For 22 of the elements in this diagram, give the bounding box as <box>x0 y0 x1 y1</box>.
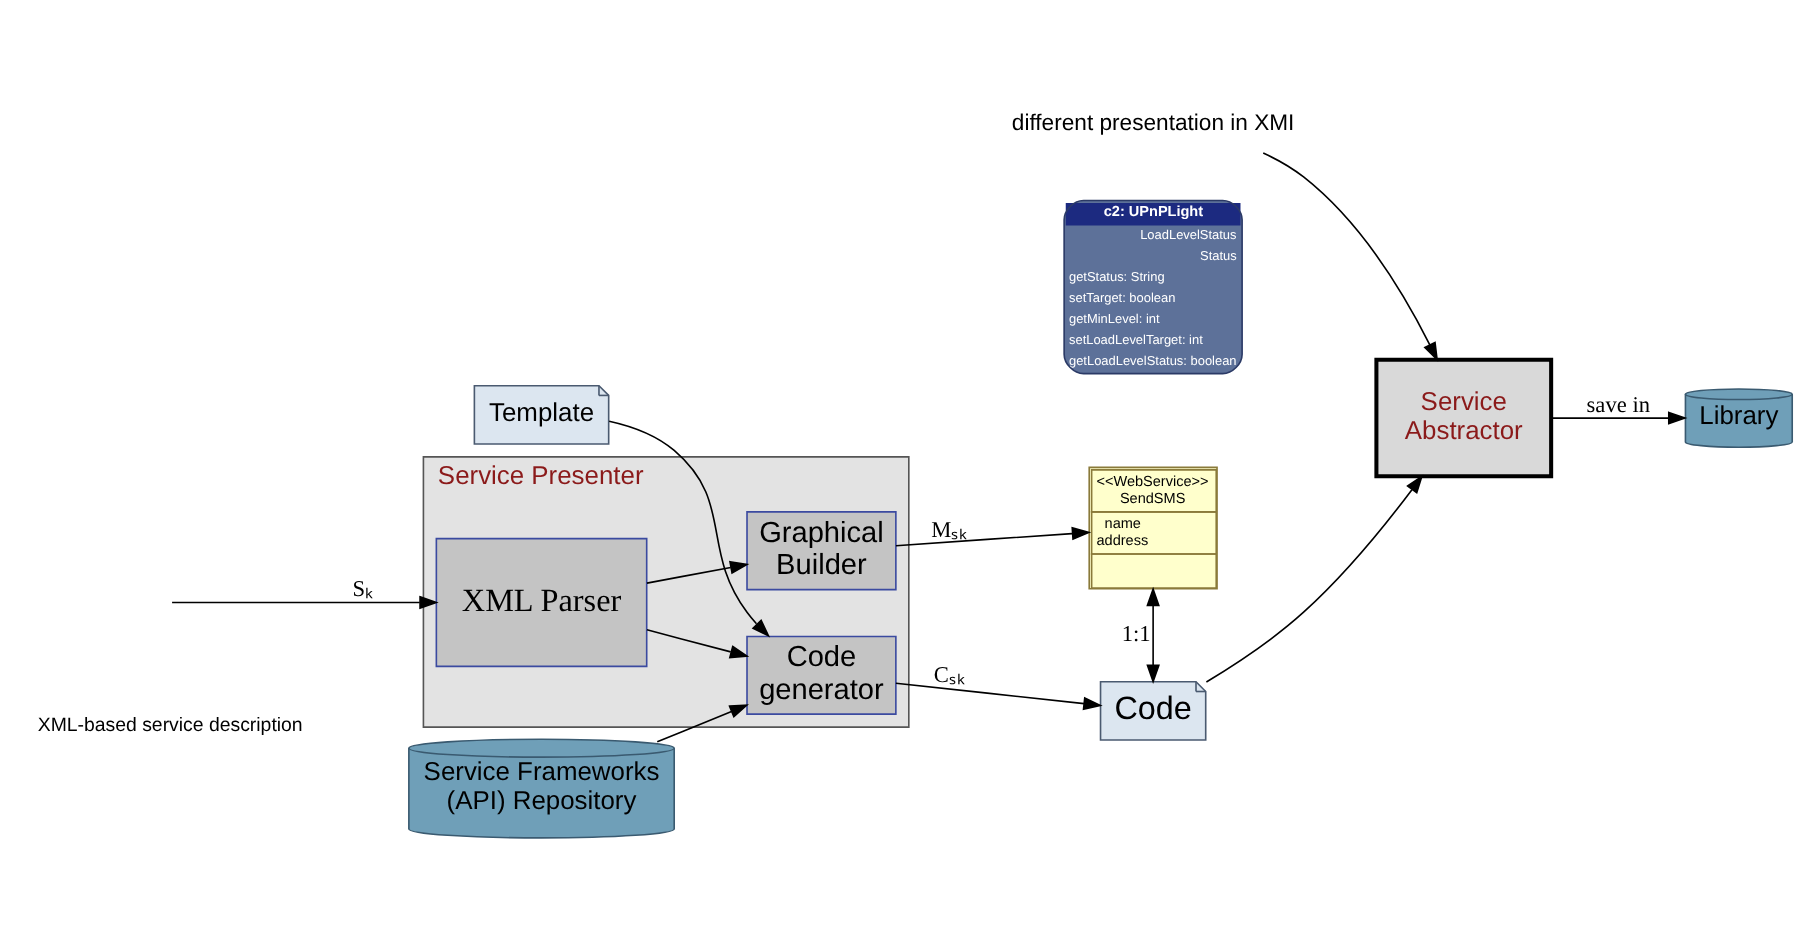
arrow <box>171 595 439 610</box>
node-box: Graphical Builder <box>746 511 897 591</box>
arrow <box>1146 586 1160 684</box>
node-box: Service Abstractor <box>1374 357 1554 479</box>
edge-label: Cₛₖ <box>933 664 965 689</box>
arrow <box>646 629 750 659</box>
node-text: different presentation in XMI <box>1011 111 1295 136</box>
arrow <box>1205 474 1424 683</box>
arrow <box>646 560 750 584</box>
arrow <box>895 682 1103 711</box>
arrow <box>1550 411 1688 425</box>
arrow <box>608 420 771 638</box>
edge-label: 1:1 <box>1121 623 1151 648</box>
arrow <box>1262 152 1439 362</box>
edge-label: Mₛₖ <box>931 518 968 543</box>
label: XML-based service description <box>37 714 303 737</box>
arrow <box>656 704 749 743</box>
arrow <box>895 526 1092 547</box>
node-box: Code generator <box>746 635 897 715</box>
edge-label: save in <box>1586 393 1651 418</box>
edge-label: Sₖ <box>352 578 374 603</box>
node-box: XML Parser <box>435 537 648 668</box>
